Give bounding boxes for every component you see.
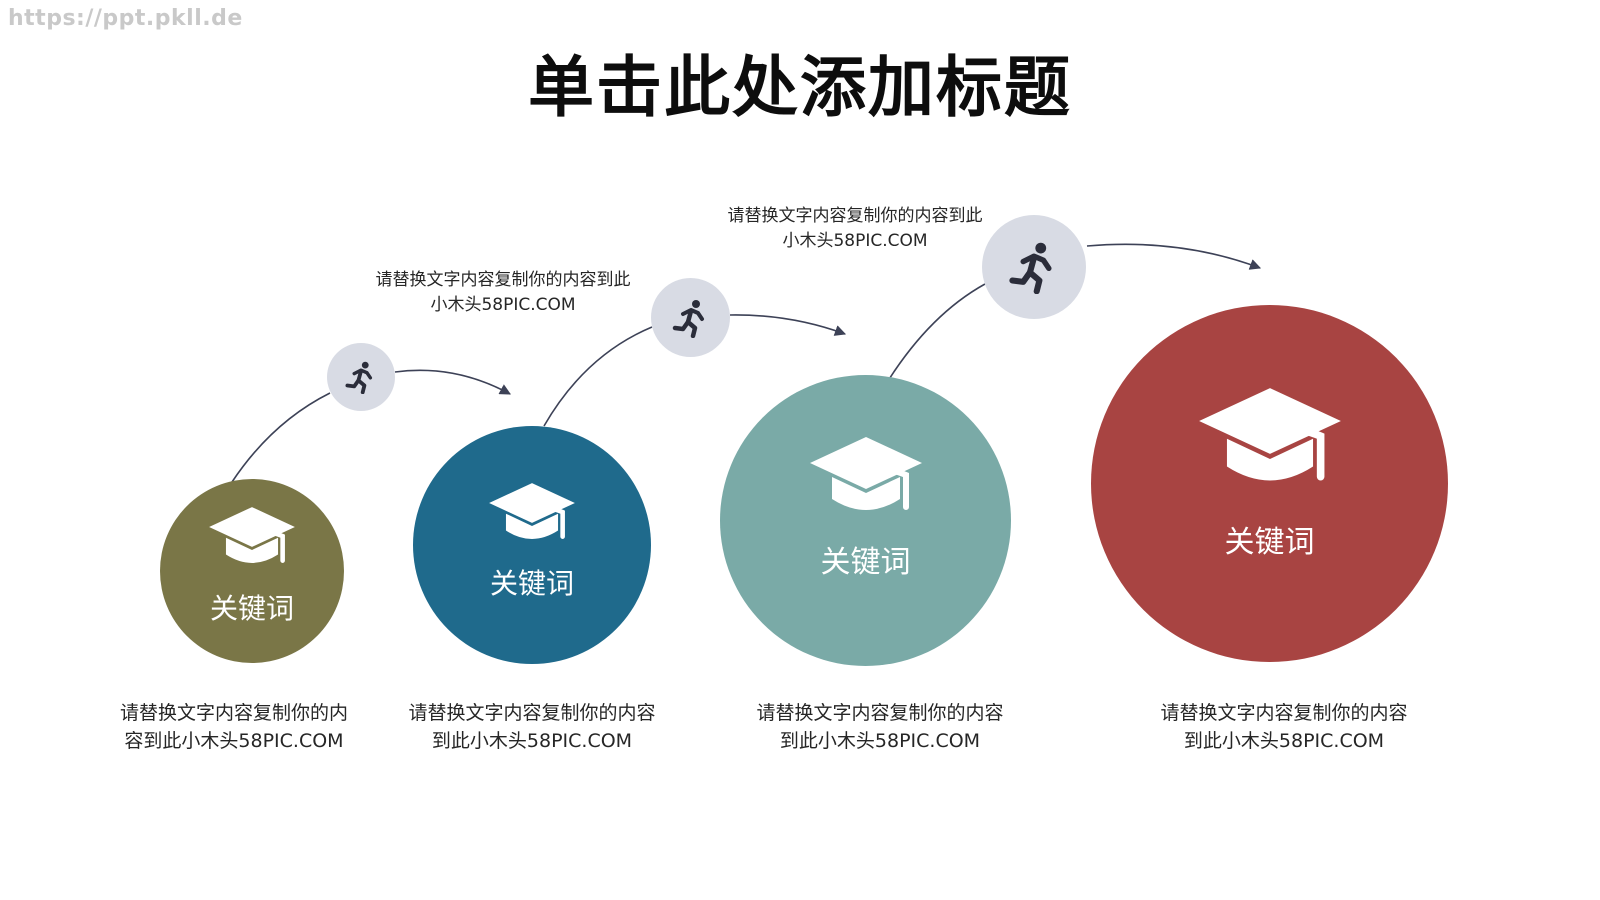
step-description-line: 请替换文字内容复制你的内容	[756, 702, 1004, 724]
step-description-line: 请替换文字内容复制你的内	[119, 702, 348, 724]
watermark-url: https://ppt.pkll.de	[8, 6, 243, 31]
running-person-icon	[1009, 242, 1052, 294]
graduation-cap-icon	[1198, 388, 1341, 481]
step-description-3[interactable]: 请替换文字内容复制你的内容 到此小木头58PIC.COM	[730, 700, 1030, 755]
step-description-line: 到此小木头58PIC.COM	[779, 729, 981, 752]
step-keyword-3: 关键词	[820, 545, 911, 580]
graduation-cap-icon	[809, 437, 922, 510]
transition-description-line: 请替换文字内容复制你的内容到此	[727, 206, 983, 226]
step-description-line: 容到此小木头58PIC.COM	[124, 729, 344, 752]
transition-description-2[interactable]: 请替换文字内容复制你的内容到此 小木头58PIC.COM	[353, 268, 653, 317]
transition-description-line: 小木头58PIC.COM	[782, 230, 928, 251]
transition-description-line: 请替换文字内容复制你的内容到此	[375, 270, 631, 290]
step-keyword-1: 关键词	[209, 592, 294, 625]
connector-curve-2a	[543, 326, 653, 427]
step-circle-4[interactable]: 关键词	[1091, 305, 1448, 662]
runner-circle-1	[327, 343, 395, 411]
step-description-line: 到此小木头58PIC.COM	[431, 729, 633, 752]
runner-circle-3	[982, 215, 1086, 319]
runner-circle-2	[651, 278, 730, 357]
running-person-icon	[345, 361, 373, 394]
step-description-1[interactable]: 请替换文字内容复制你的内 容到此小木头58PIC.COM	[94, 700, 374, 755]
connector-arrow-2b	[729, 314, 847, 336]
connector-arrow-3b	[1086, 243, 1262, 270]
step-keyword-2: 关键词	[489, 567, 574, 600]
connector-curve-1a	[231, 392, 331, 483]
step-circle-1[interactable]: 关键词	[160, 479, 344, 663]
step-description-line: 到此小木头58PIC.COM	[1183, 729, 1385, 752]
step-circle-2[interactable]: 关键词	[413, 426, 651, 664]
step-description-4[interactable]: 请替换文字内容复制你的内容 到此小木头58PIC.COM	[1134, 700, 1434, 755]
transition-description-line: 小木头58PIC.COM	[430, 294, 576, 315]
slide-title[interactable]: 单击此处添加标题	[528, 49, 1072, 126]
connector-arrow-1b	[394, 369, 511, 395]
step-description-line: 请替换文字内容复制你的内容	[1160, 702, 1408, 724]
running-person-icon	[672, 299, 704, 338]
graduation-cap-icon	[489, 483, 575, 539]
graduation-cap-icon	[209, 507, 295, 563]
transition-description-3[interactable]: 请替换文字内容复制你的内容到此 小木头58PIC.COM	[705, 204, 1005, 253]
step-description-2[interactable]: 请替换文字内容复制你的内容 到此小木头58PIC.COM	[382, 700, 682, 755]
step-description-line: 请替换文字内容复制你的内容	[408, 702, 656, 724]
step-circle-3[interactable]: 关键词	[720, 375, 1011, 666]
step-keyword-4: 关键词	[1224, 525, 1315, 560]
